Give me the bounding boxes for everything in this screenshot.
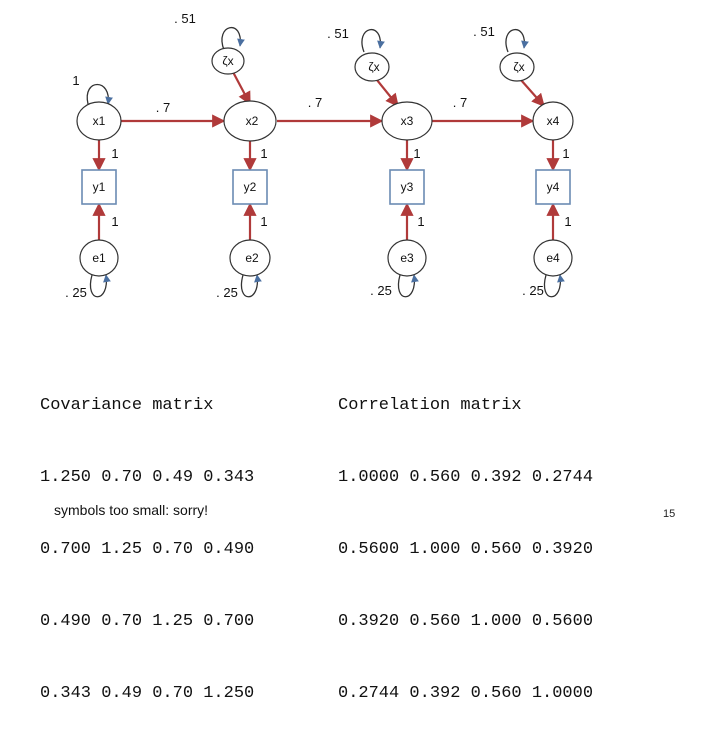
node-zeta3: [354, 52, 390, 82]
loading-x4-y4-label: 1: [562, 146, 569, 161]
node-zeta4: [499, 52, 535, 82]
covariance-row: 0.700 1.25 0.70 0.490: [40, 540, 255, 559]
path-arrow-zeta2-x2: [232, 71, 251, 106]
node-x4-label: x4: [547, 114, 560, 128]
error-e1-y1-label: 1: [111, 214, 118, 229]
path-arrow-zeta3-x3: [376, 79, 399, 108]
e2-variance-label: . 25: [216, 285, 238, 300]
covariance-row: 0.343 0.49 0.70 1.250: [40, 684, 255, 703]
node-y1: [81, 169, 117, 205]
node-zeta2: [211, 47, 245, 75]
node-zeta2-label: ζx: [222, 54, 233, 68]
correlation-matrix-title: Correlation matrix: [338, 396, 522, 415]
node-x3-label: x3: [401, 114, 414, 128]
x2-disturbance-variance-label: . 51: [174, 11, 196, 26]
node-e3: [387, 239, 427, 277]
loading-x2-y2-label: 1: [260, 146, 267, 161]
node-zeta4-label: ζx: [513, 60, 524, 74]
correlation-row: 0.2744 0.392 0.560 1.0000: [338, 684, 594, 703]
node-y3: [389, 169, 425, 205]
node-e4: [533, 239, 573, 277]
covariance-matrix-title: Covariance matrix: [40, 396, 214, 415]
variance-loop-x1: [86, 83, 113, 105]
node-y1-label: y1: [93, 180, 106, 194]
node-x3: [381, 101, 433, 141]
loading-x1-y1-label: 1: [111, 146, 118, 161]
covariance-row: 1.250 0.70 0.49 0.343: [40, 468, 255, 487]
path-x1-x2-label: . 7: [156, 100, 170, 115]
correlation-row: 1.0000 0.560 0.392 0.2744: [338, 468, 594, 487]
node-e2: [229, 239, 271, 277]
e3-variance-label: . 25: [370, 283, 392, 298]
variance-loop-zeta3: [361, 29, 385, 53]
node-e1: [79, 239, 119, 277]
variance-loop-e3: [397, 274, 419, 298]
error-e3-y3-label: 1: [417, 214, 424, 229]
path-x3-x4-label: . 7: [453, 95, 467, 110]
node-y4: [535, 169, 571, 205]
node-e3-label: e3: [400, 251, 414, 265]
variance-loop-e2: [240, 274, 262, 298]
node-y2: [232, 169, 268, 205]
error-e2-y2-label: 1: [260, 214, 267, 229]
covariance-matrix: Covariance matrix 1.250 0.70 0.49 0.343 …: [40, 346, 254, 730]
e1-variance-label: . 25: [65, 285, 87, 300]
footnote: symbols too small: sorry!: [54, 502, 209, 518]
node-x1: [76, 101, 122, 141]
variance-loop-e1: [89, 274, 111, 298]
covariance-row: 0.490 0.70 1.25 0.700: [40, 612, 255, 631]
x4-disturbance-variance-label: . 51: [473, 24, 495, 39]
node-x4: [532, 101, 574, 141]
correlation-row: 0.3920 0.560 1.000 0.5600: [338, 612, 594, 631]
node-y3-label: y3: [401, 180, 414, 194]
path-arrow-zeta4-x4: [520, 79, 545, 107]
variance-loop-zeta2: [221, 27, 245, 51]
correlation-row: 0.5600 1.000 0.560 0.3920: [338, 540, 594, 559]
correlation-matrix: Correlation matrix 1.0000 0.560 0.392 0.…: [338, 346, 593, 730]
error-e4-y4-label: 1: [564, 214, 571, 229]
node-zeta3-label: ζx: [368, 60, 379, 74]
node-e2-label: e2: [245, 251, 259, 265]
e4-variance-label: . 25: [522, 283, 544, 298]
node-e1-label: e1: [92, 251, 106, 265]
variance-loop-zeta4: [505, 29, 529, 53]
node-y2-label: y2: [244, 180, 257, 194]
x3-disturbance-variance-label: . 51: [327, 26, 349, 41]
loading-x3-y3-label: 1: [413, 146, 420, 161]
path-x2-x3-label: . 7: [308, 95, 322, 110]
path-diagram: x1 x2 x3 x4 y1 y2 y3 y4 e1 e2 e3 e4 ζx ζ…: [65, 11, 574, 300]
x1-variance-label: 1: [72, 73, 79, 88]
node-y4-label: y4: [547, 180, 560, 194]
node-x1-label: x1: [93, 114, 106, 128]
variance-loop-e4: [543, 274, 565, 298]
page-number: 15: [663, 508, 676, 520]
node-x2: [223, 100, 277, 142]
node-e4-label: e4: [546, 251, 560, 265]
node-x2-label: x2: [246, 114, 259, 128]
